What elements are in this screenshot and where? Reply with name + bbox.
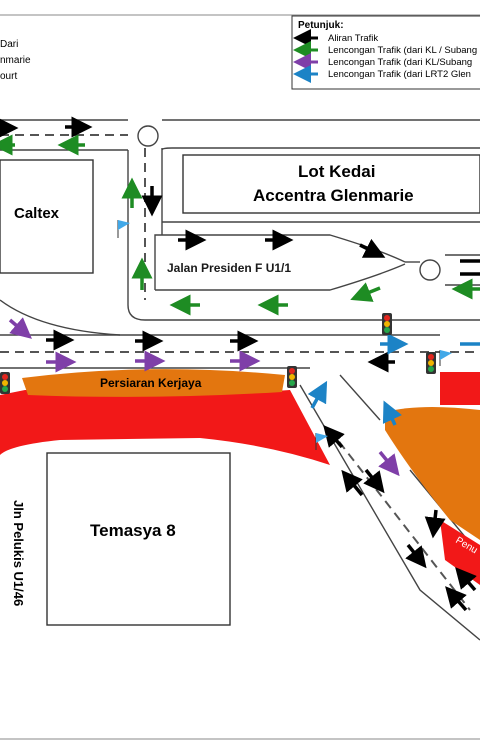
caltex-building [0,159,94,274]
arrow-icon [363,468,385,494]
arrow-icon [455,567,477,592]
flag-marker-icon [439,350,452,366]
arrow-icon [359,238,386,258]
traffic-light-icon [0,372,10,394]
legend: Petunjuk: Aliran Trafik Lencongan Trafik… [291,15,480,90]
persiaran-kerjaya-label: Persiaran Kerjaya [100,376,202,390]
lot-kedai-building [182,154,480,214]
traffic-light-icon [287,366,297,388]
green-arrows [0,134,480,316]
closure-zone-right-top [440,372,480,405]
roundabout-icon [137,125,159,147]
arrow-icon [382,400,402,426]
legend-title: Petunjuk: [298,20,344,31]
left-partial-label-1: Dari [0,39,18,50]
arrow-icon [405,543,427,569]
legend-item-2: Lencongan Trafik (dari KL / Subang [328,45,477,56]
legend-box [291,15,480,90]
lot-kedai-label-2: Accentra Glenmarie [253,186,414,205]
traffic-light-icon [382,313,392,335]
arrow-icon [378,450,400,477]
left-partial-label-2: nmarie [0,55,31,66]
arrow-icon [350,282,381,302]
arrow-icon [445,586,468,612]
jalan-presiden-label: Jalan Presiden F U1/1 [167,261,291,275]
arrow-icon [424,509,446,539]
flag-marker-icon [117,220,130,238]
orange-zone-right [385,406,480,540]
arrow-icon [341,469,364,497]
lot-kedai-label-1: Lot Kedai [298,162,375,181]
blue-arrows [307,333,480,426]
legend-item-3: Lencongan Trafik (dari KL/Subang [328,57,472,68]
persiaran-kerjaya-zone [22,369,285,397]
flag-marker-icon [315,433,328,450]
closure-zone-left [0,388,330,465]
black-arrows [0,116,480,612]
flag-markers [117,220,452,450]
traffic-light-icon [426,352,436,374]
left-partial-label-3: ourt [0,71,17,82]
arrow-icon [323,425,345,449]
temasya-label: Temasya 8 [90,521,176,540]
traffic-lights [0,313,436,394]
left-vertical-road-label: Jln Pelukis U1/46 [11,500,26,606]
purple-arrows [8,317,400,477]
roundabout-icon-right [419,259,441,281]
caltex-label: Caltex [14,205,60,222]
arrow-icon [307,380,328,409]
legend-item-1: Aliran Trafik [328,33,378,44]
temasya-building [46,452,231,626]
arrow-icon [8,317,32,339]
legend-item-4: Lencongan Trafik (dari LRT2 Glen [328,69,471,80]
